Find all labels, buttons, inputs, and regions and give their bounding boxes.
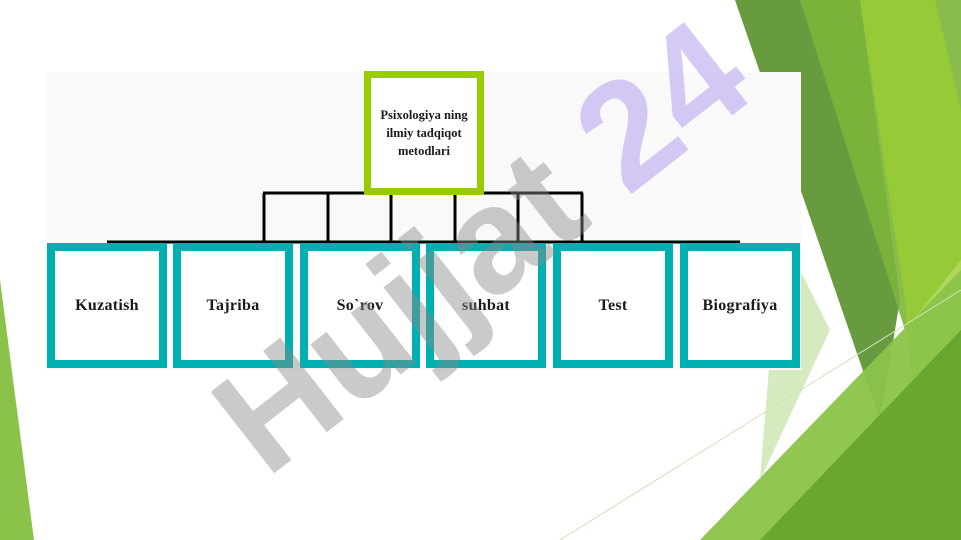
child-node: Biografiya: [680, 243, 800, 368]
decor-wedge-bottom-dark: [760, 330, 961, 540]
decor-wedge-left: [0, 280, 34, 540]
decor-line: [559, 289, 961, 540]
root-node: Psixologiya ning ilmiy tadqiqot metodlar…: [364, 71, 484, 195]
child-node: Test: [553, 243, 673, 368]
child-node: Tajriba: [173, 243, 293, 368]
child-node: So`rov: [300, 243, 420, 368]
child-node: suhbat: [426, 243, 546, 368]
child-node: Kuzatish: [47, 243, 167, 368]
